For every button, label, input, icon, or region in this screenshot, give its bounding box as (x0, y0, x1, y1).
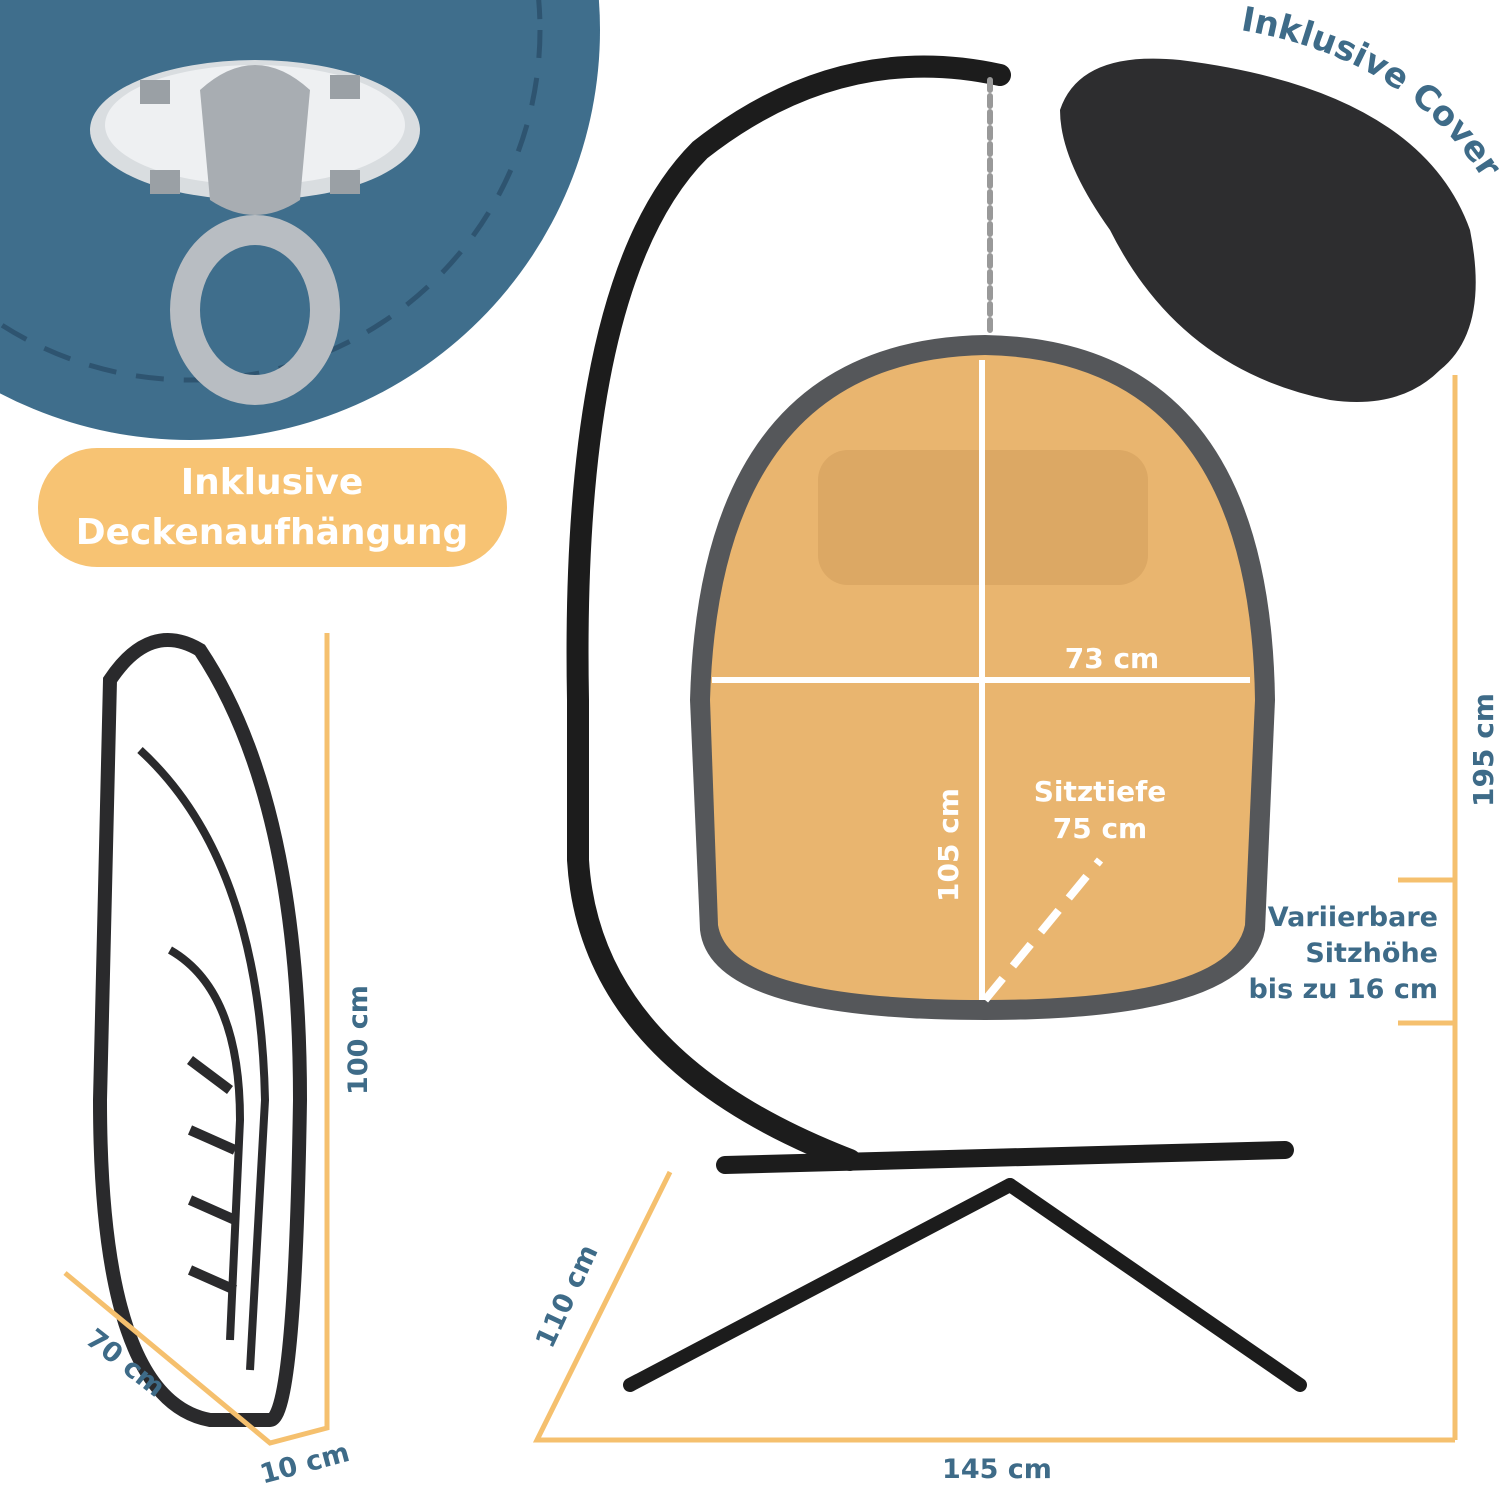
total-height-label: 195 cm (1467, 693, 1500, 807)
depth-line (981, 857, 1104, 1003)
ceiling-badge-line1: Inklusive (181, 462, 364, 503)
seat-width-label: 73 cm (1065, 642, 1160, 675)
seat-depth-title: Sitztiefe (1034, 775, 1167, 808)
dashed-ring (0, 0, 543, 383)
stand-frame (566, 55, 1307, 1392)
folded-dimension-lines (63, 633, 330, 1446)
folded-height-label: 100 cm (343, 985, 374, 1095)
base-dimension-lines (532, 1170, 1455, 1443)
cover-image (1060, 58, 1476, 403)
seat-depth-label: 75 cm (1053, 812, 1148, 845)
ceiling-hook-icon (90, 60, 420, 405)
variable-height-line2: Sitzhöhe (1305, 938, 1438, 969)
ceiling-mount-badge (32, 442, 513, 573)
folded-basket-image (92, 633, 308, 1427)
base-depth-label: 110 cm (530, 1240, 605, 1353)
variable-height-line1: Variierbare (1268, 902, 1438, 933)
ceiling-badge-line2: Deckenaufhängung (76, 512, 469, 553)
base-width-label: 145 cm (942, 1454, 1052, 1485)
seat-height-label: 105 cm (932, 788, 965, 902)
variable-height-line3: bis zu 16 cm (1248, 974, 1438, 1005)
